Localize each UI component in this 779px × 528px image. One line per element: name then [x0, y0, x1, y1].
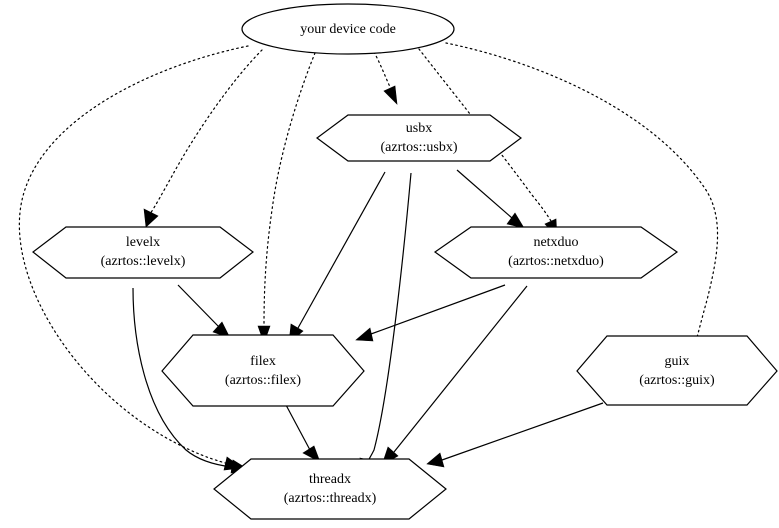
guix-octagon[interactable] — [576, 335, 778, 406]
edge-filex-to-threadx — [285, 404, 321, 463]
node-usbx[interactable]: usbx (azrtos::usbx) — [315, 114, 523, 162]
guix-name-label: guix — [665, 354, 690, 369]
edge-levelx-to-filex — [177, 284, 231, 339]
your-device-code-label: your device code — [300, 22, 396, 37]
threadx-name-label: threadx — [309, 472, 351, 487]
netxduo-package-label: (azrtos::netxduo) — [508, 254, 604, 269]
edge-usbx-to-netxduo — [456, 169, 525, 229]
edge-usbx-to-threadx — [359, 172, 412, 477]
edge-usbx-to-filex — [288, 171, 386, 344]
node-layer: your device code usbx (azrtos::usbx) lev… — [32, 3, 778, 520]
threadx-octagon[interactable] — [213, 458, 447, 520]
edge-guix-to-threadx — [426, 402, 604, 468]
filex-name-label: filex — [250, 354, 276, 369]
netxduo-name-label: netxduo — [533, 235, 578, 250]
levelx-octagon[interactable] — [32, 226, 254, 279]
node-filex[interactable]: filex (azrtos::filex) — [161, 334, 365, 407]
edge-device-to-filex — [257, 52, 316, 344]
edge-device-to-usbx — [373, 51, 398, 105]
filex-octagon[interactable] — [161, 334, 365, 407]
your-device-code-ellipse[interactable] — [241, 3, 455, 55]
filex-package-label: (azrtos::filex) — [225, 373, 302, 388]
node-levelx[interactable]: levelx (azrtos::levelx) — [32, 226, 254, 279]
netxduo-octagon[interactable] — [433, 226, 679, 279]
node-netxduo[interactable]: netxduo (azrtos::netxduo) — [433, 226, 679, 279]
levelx-name-label: levelx — [126, 235, 160, 250]
edge-device-to-guix — [445, 42, 719, 357]
edge-netxduo-to-filex — [355, 284, 506, 342]
usbx-name-label: usbx — [406, 121, 432, 136]
threadx-package-label: (azrtos::threadx) — [284, 491, 377, 506]
guix-package-label: (azrtos::guix) — [639, 373, 715, 388]
usbx-package-label: (azrtos::usbx) — [381, 140, 458, 155]
edge-device-to-levelx — [143, 49, 263, 228]
node-threadx[interactable]: threadx (azrtos::threadx) — [213, 458, 447, 520]
node-your-device-code[interactable]: your device code — [241, 3, 455, 55]
levelx-package-label: (azrtos::levelx) — [101, 254, 186, 269]
usbx-octagon[interactable] — [315, 114, 523, 162]
node-guix[interactable]: guix (azrtos::guix) — [576, 335, 778, 406]
